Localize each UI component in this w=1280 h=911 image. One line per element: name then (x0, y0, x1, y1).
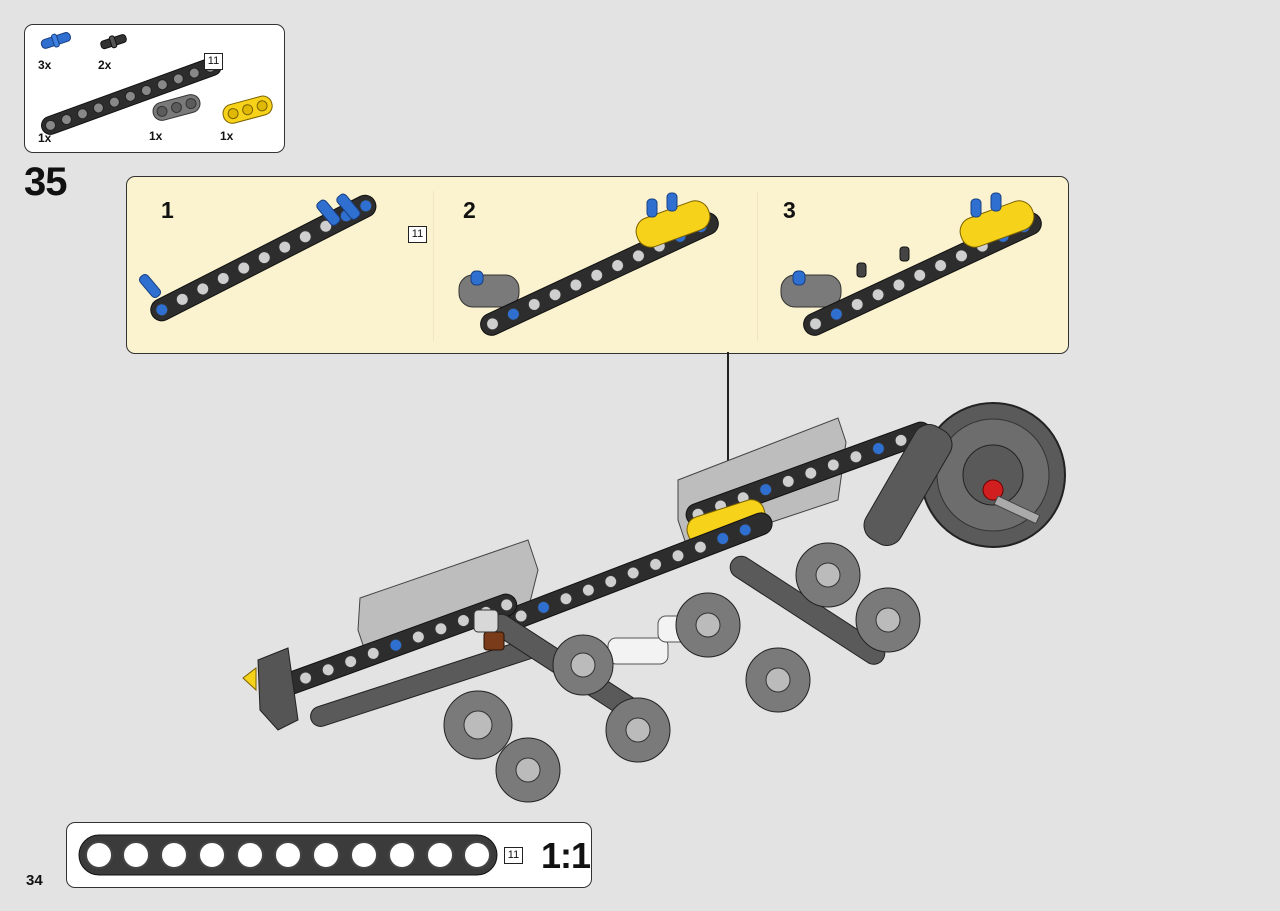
substep-1-number: 1 (161, 197, 174, 223)
large-gear-icon (920, 402, 1066, 548)
qty-gray-beam: 1x (149, 129, 163, 143)
scale-ratio: 1:1 (541, 835, 591, 876)
blue-axle-pin-icon (40, 32, 72, 49)
substep-3-assembly-icon (780, 192, 1042, 336)
main-model-illustration (242, 402, 1066, 803)
qty-black-beam: 1x (38, 131, 52, 145)
yellow-beam-icon (222, 95, 273, 124)
substeps-illustration (138, 192, 1042, 336)
scale-beam-icon (78, 834, 498, 876)
substeps-panel: 1 2 3 11 (126, 176, 1069, 354)
substep-1-length-tag: 11 (408, 226, 427, 243)
substep-divider (433, 191, 434, 341)
gray-beam-icon (152, 94, 201, 121)
qty-blue-axle-pin: 3x (38, 58, 52, 72)
substep-2-assembly-icon (458, 192, 719, 336)
substep-3-number: 3 (783, 197, 796, 223)
substep-divider (757, 191, 758, 341)
step-number: 35 (24, 160, 67, 204)
parts-list-callout: 3x 2x 11 1x 1x 1x (24, 24, 285, 153)
black-beam-icon (41, 57, 222, 135)
scale-length-tag: 11 (504, 847, 523, 864)
substep-2-number: 2 (463, 197, 476, 223)
page-number: 34 (26, 872, 43, 889)
qty-black-pin: 2x (98, 58, 112, 72)
beam-length-tag: 11 (204, 53, 223, 70)
main-beam-icon (508, 512, 773, 628)
substep-1-assembly-icon (138, 193, 377, 322)
black-pin-icon (100, 34, 127, 50)
scale-reference: 11 1:1 (66, 822, 592, 888)
qty-yellow-beam: 1x (220, 129, 234, 143)
parts-list-illustration (40, 32, 273, 135)
